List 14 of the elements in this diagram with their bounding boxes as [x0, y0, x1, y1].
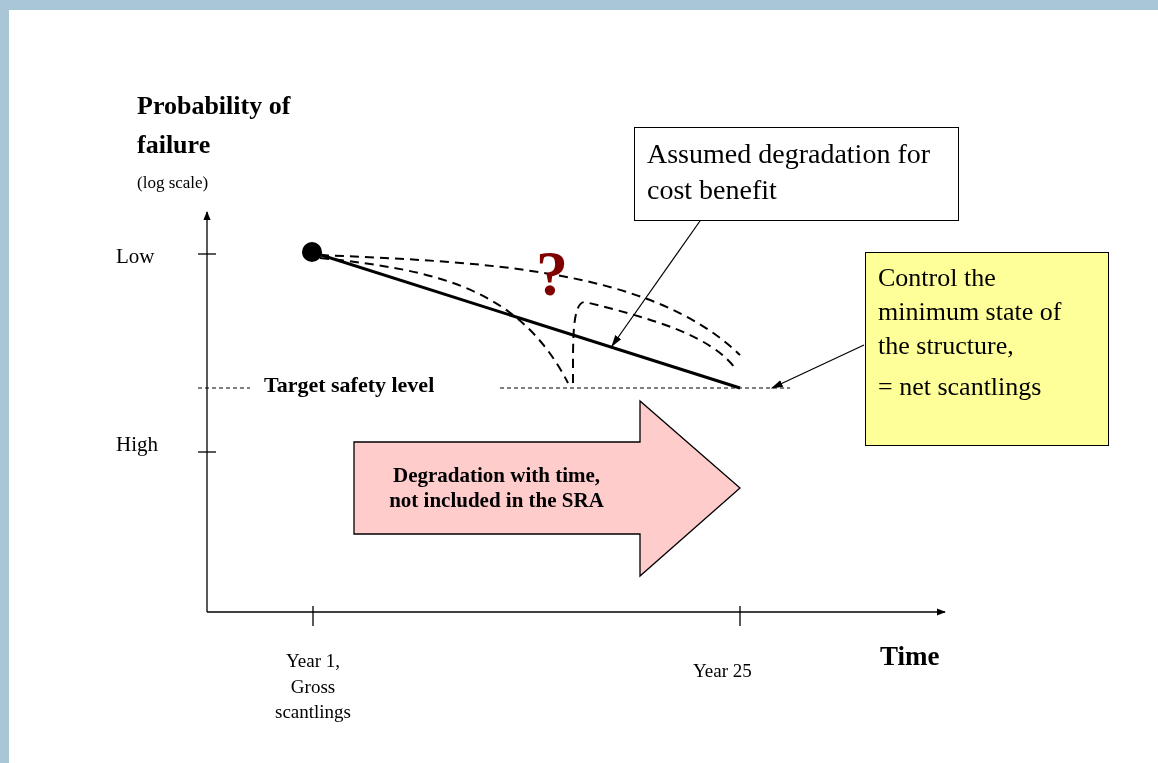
- axis-label: Year 1, Gross scantlings: [274, 649, 352, 725]
- axis-label: Low: [116, 244, 155, 270]
- leader-line: [770, 344, 865, 389]
- axis-title: Probability of failure: [137, 90, 292, 161]
- leader-line: [611, 220, 701, 347]
- axis-label: Year 25: [693, 660, 752, 683]
- axis-note: (log scale): [137, 173, 209, 194]
- target-level-line: [197, 387, 791, 389]
- callout-box: Assumed degradation for cost benefit: [634, 127, 959, 221]
- axis-title: Time: [880, 640, 940, 673]
- arrow-label: Degradation with time, not included in the SRA: [388, 461, 605, 514]
- callout-box: Control the minimum state of the structure, = net scantlings: [865, 252, 1109, 446]
- question-mark: ?: [536, 242, 568, 306]
- axis-label: High: [116, 432, 158, 458]
